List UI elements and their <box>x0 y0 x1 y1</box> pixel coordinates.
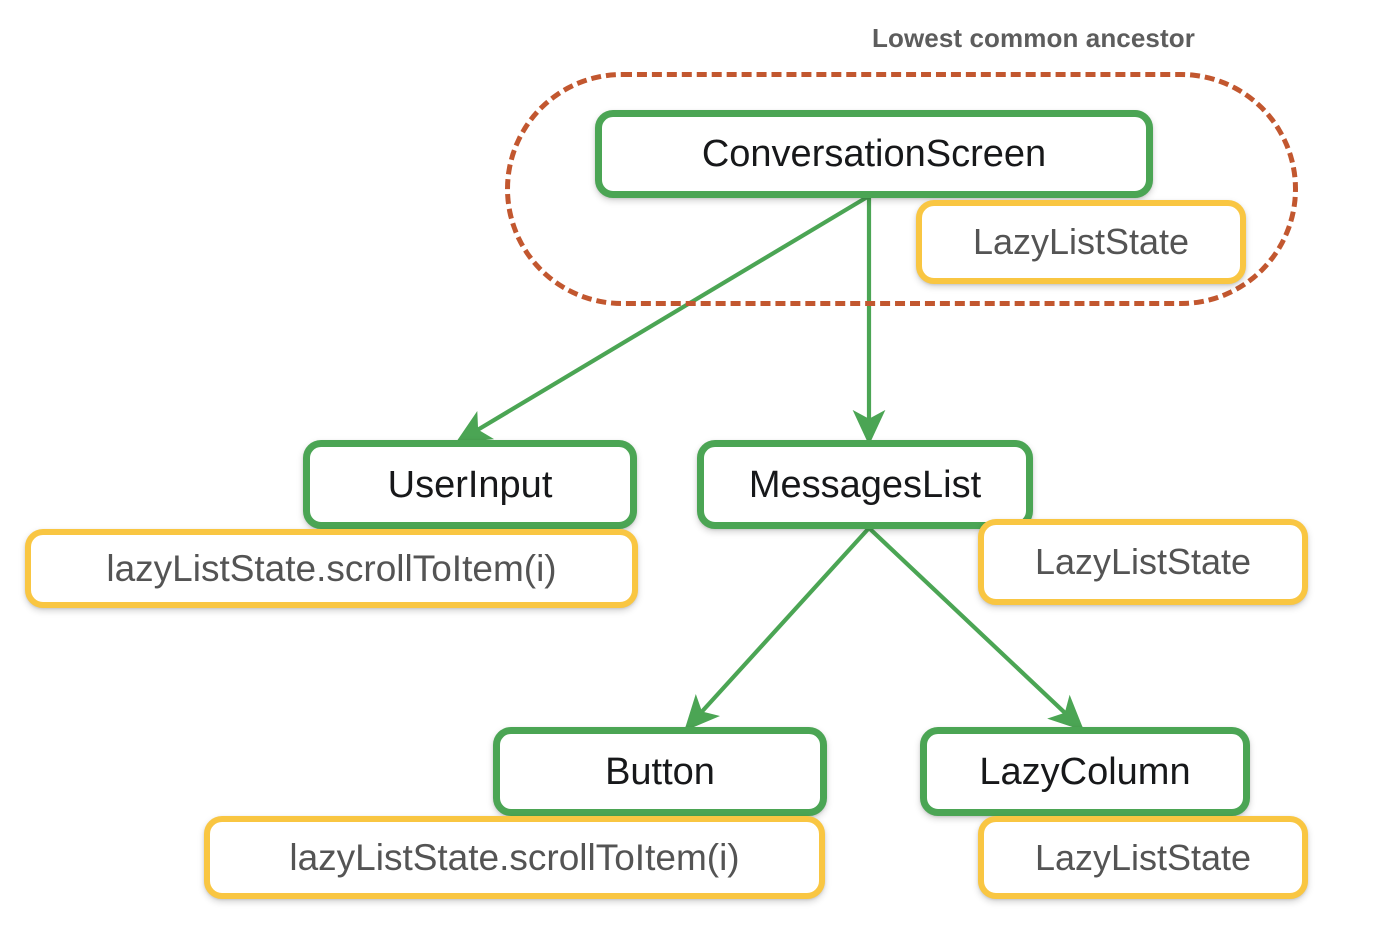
node-button-state[interactable]: lazyListState.scrollToItem(i) <box>204 816 825 899</box>
node-label-lazy-column: LazyColumn <box>979 750 1191 793</box>
node-messages-list-state[interactable]: LazyListState <box>978 519 1308 605</box>
node-label-messages-list: MessagesList <box>748 463 982 506</box>
node-messages-list[interactable]: MessagesList <box>697 440 1033 529</box>
node-label-lazy-column-state: LazyListState <box>1034 836 1252 878</box>
node-label-button-state: lazyListState.scrollToItem(i) <box>289 837 740 878</box>
node-label-button: Button <box>605 750 715 793</box>
node-label-user-input: UserInput <box>387 463 553 506</box>
lowest-common-ancestor-label: Lowest common ancestor <box>872 23 1195 53</box>
node-lazy-column-state[interactable]: LazyListState <box>978 816 1308 899</box>
node-conversation-screen[interactable]: ConversationScreen <box>595 110 1153 198</box>
node-label-conversation-screen-state: LazyListState <box>972 221 1190 262</box>
node-conversation-screen-state[interactable]: LazyListState <box>916 200 1246 284</box>
edge-messageslist-button <box>684 526 871 732</box>
node-label-messages-list-state: LazyListState <box>1034 541 1252 582</box>
node-user-input[interactable]: UserInput <box>303 440 637 529</box>
node-label-conversation-screen: ConversationScreen <box>701 133 1047 175</box>
lowest-common-ancestor-region <box>505 72 1298 306</box>
node-lazy-column[interactable]: LazyColumn <box>920 727 1250 816</box>
node-button[interactable]: Button <box>493 727 827 816</box>
node-user-input-state[interactable]: lazyListState.scrollToItem(i) <box>25 529 638 608</box>
node-label-user-input-state: lazyListState.scrollToItem(i) <box>106 548 557 589</box>
